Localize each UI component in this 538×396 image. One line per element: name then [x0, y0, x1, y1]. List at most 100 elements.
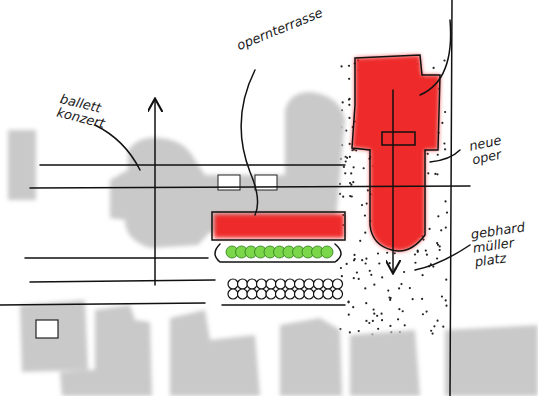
stipple-dot — [370, 274, 372, 276]
tree — [276, 279, 286, 289]
building — [280, 318, 342, 396]
stipple-dot — [398, 308, 400, 310]
tree — [304, 279, 314, 289]
stipple-dot — [354, 258, 356, 260]
stipple-dot — [352, 181, 354, 183]
tree — [333, 289, 343, 299]
stipple-dot — [389, 262, 391, 264]
tree — [323, 289, 333, 299]
stipple-dot — [363, 167, 365, 169]
stipple-dot — [441, 122, 443, 124]
building — [445, 325, 538, 396]
building — [8, 130, 36, 200]
stipple-dot — [444, 148, 446, 150]
stipple-dot — [369, 270, 371, 272]
stipple-dot — [353, 166, 355, 168]
stipple-dot — [436, 257, 438, 259]
stipple-dot — [444, 111, 446, 113]
stipple-dot — [442, 326, 444, 328]
stipple-dot — [373, 313, 375, 315]
stipple-dot — [439, 245, 441, 247]
axis-arrow — [392, 90, 394, 272]
tree — [266, 279, 276, 289]
stipple-dot — [409, 287, 411, 289]
stipple-dot — [387, 289, 389, 291]
leader-line — [241, 70, 257, 215]
stipple-dot — [402, 310, 404, 312]
stipple-dot — [400, 283, 402, 285]
place-label: ballett konzert — [55, 92, 130, 136]
stipple-dot — [390, 297, 392, 299]
stipple-dot — [340, 65, 342, 67]
tree — [266, 289, 276, 299]
tree — [295, 279, 305, 289]
opera-terrace — [214, 214, 344, 238]
tree — [238, 289, 248, 299]
tree-rows — [226, 246, 343, 299]
tree — [228, 289, 238, 299]
building — [350, 330, 420, 396]
stipple-dot — [441, 296, 443, 298]
stipple-dot — [430, 330, 432, 332]
stipple-dot — [342, 101, 344, 103]
stipple-dot — [351, 149, 353, 151]
stipple-dot — [377, 328, 379, 330]
stipple-dot — [339, 193, 341, 195]
stipple-dot — [349, 195, 351, 197]
leader-line — [430, 150, 460, 162]
stipple-dot — [344, 172, 346, 174]
stipple-dot — [364, 232, 366, 234]
stipple-dot — [365, 302, 367, 304]
stipple-dot — [366, 202, 368, 204]
stipple-dot — [397, 318, 399, 320]
tree — [333, 279, 343, 289]
stipple-dot — [348, 314, 350, 316]
stipple-dot — [381, 276, 383, 278]
stipple-dot — [372, 309, 374, 311]
courtyard — [36, 320, 58, 338]
stipple-dot — [361, 204, 363, 206]
stipple-dot — [340, 267, 342, 269]
tree — [323, 279, 333, 289]
stipple-dot — [436, 242, 438, 244]
stipple-dot — [373, 284, 375, 286]
stipple-dot — [358, 278, 360, 280]
street-line — [222, 304, 345, 306]
stipple-dot — [358, 330, 360, 332]
stipple-dot — [432, 265, 434, 267]
stipple-dot — [394, 268, 396, 270]
stipple-dot — [345, 130, 347, 132]
tree — [295, 289, 305, 299]
leader-line — [95, 125, 140, 170]
stipple-dot — [353, 254, 355, 256]
stipple-dot — [426, 254, 428, 256]
axis-arrow — [154, 100, 156, 285]
tree — [285, 289, 295, 299]
stipple-dot — [445, 299, 447, 301]
stipple-dot — [364, 287, 366, 289]
building-outline — [352, 55, 440, 251]
stipple-dot — [348, 65, 350, 67]
tree — [228, 279, 238, 289]
stipple-dot — [439, 249, 441, 251]
building-outline — [382, 132, 415, 145]
stipple-dot — [446, 212, 448, 214]
tree — [314, 289, 324, 299]
stipple-dot — [431, 332, 433, 334]
stipple-dot — [428, 228, 430, 230]
stipple-dot — [444, 200, 446, 202]
stipple-dot — [347, 301, 349, 303]
stipple-dot — [414, 253, 416, 255]
stipple-dot — [436, 173, 438, 175]
stipple-dot — [349, 156, 351, 158]
stipple-dot — [365, 262, 367, 264]
stipple-dot — [404, 324, 406, 326]
building — [170, 310, 260, 396]
stipple-dot — [348, 98, 350, 100]
stipple-dot — [342, 196, 344, 198]
stipple-dot — [389, 325, 391, 327]
axis-line — [40, 164, 345, 166]
courtyard — [255, 175, 277, 190]
tree — [257, 289, 267, 299]
